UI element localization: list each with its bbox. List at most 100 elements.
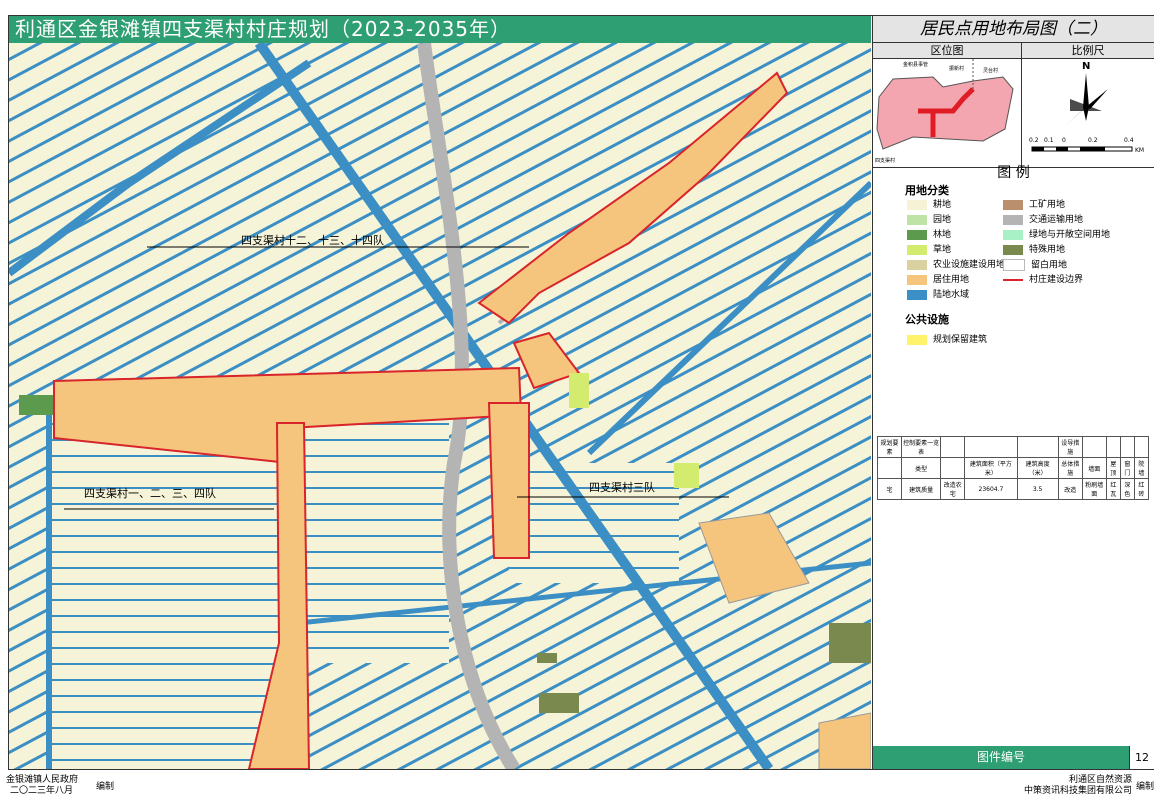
scale-tick-3: 0.2 (1088, 137, 1098, 144)
table-cell: 总体措施 (1057, 457, 1083, 479)
legend-swatch (1003, 229, 1023, 240)
legend-label: 村庄建设边界 (1029, 275, 1084, 285)
legend-swatch (907, 214, 927, 225)
loc-label-1: 振新村 (949, 66, 965, 72)
table-cell: 宅 (876, 478, 903, 500)
side-panel: 居民点用地布局图（二） 区位图 比例尺 金积县事管 振新村 灵台村 四支渠村 N… (872, 16, 1154, 769)
legend-item: 村庄建设边界 (1003, 274, 1083, 286)
table-cell: 规划要素 (876, 436, 903, 458)
footer-left-org: 金银滩镇人民政府 二〇二三年八月 (6, 775, 79, 796)
table-cell (876, 457, 903, 479)
scale-tick-2: 0 (1062, 137, 1066, 144)
legend-label: 留白用地 (1031, 260, 1068, 271)
table-cell (1133, 436, 1150, 458)
legend-item: 绿地与开敞空间用地 (1003, 229, 1110, 241)
legend-item: 园地 (907, 214, 951, 226)
scale-tick-4: 0.4 (1124, 137, 1134, 144)
legend-item: 居住用地 (907, 274, 969, 286)
public-facilities-heading: 公共设施 (905, 313, 949, 326)
legend-label: 交通运输用地 (1029, 215, 1084, 225)
table-row: 类型建筑面积（平方米）建筑高度（米）总体措施墙面屋顶窗门院墙 (876, 457, 1150, 479)
legend-item: 农业设施建设用地 (907, 259, 1005, 271)
land-use-heading: 用地分类 (905, 184, 949, 197)
north-label: N (1082, 61, 1091, 72)
table-cell: 红瓦 (1105, 478, 1121, 500)
legend-swatch (907, 229, 927, 240)
legend-title: 图 例 (997, 165, 1030, 181)
scale-tick-1: 0.1 (1044, 137, 1054, 144)
footer-right-org: 利通区自然资源 中策资讯科技集团有限公司 (1023, 775, 1132, 796)
table-row: 规划要素控制要素一览表 设导措施 (876, 436, 1150, 458)
table-cell: 院墙 (1133, 457, 1150, 479)
legend-label: 耕地 (933, 200, 952, 210)
table-cell: 改造农宅 (940, 478, 966, 500)
table-cell: 3.5 (1016, 478, 1059, 500)
loc-label-0: 金积县事管 (903, 62, 929, 68)
table-cell: 改造 (1057, 478, 1083, 500)
legend-item: 耕地 (907, 199, 951, 211)
legend-item: 交通运输用地 (1003, 214, 1083, 226)
legend-label: 农业设施建设用地 (933, 260, 1006, 270)
table-cell: 深色 (1119, 478, 1135, 500)
legend-swatch (1003, 199, 1023, 210)
loc-label-2: 灵台村 (983, 68, 999, 74)
table-cell: 23604.7 (964, 478, 1018, 500)
table-cell: 类型 (901, 457, 942, 479)
table-cell: 红砖 (1133, 478, 1150, 500)
footer-left-edit: 编制 (96, 782, 115, 792)
table-cell: 窗门 (1119, 457, 1135, 479)
land-use-map (9, 43, 871, 769)
map-label-team-3: 四支渠村三队 (589, 481, 655, 494)
legend-label: 林地 (933, 230, 952, 240)
legend-label: 特殊用地 (1029, 245, 1066, 255)
table-cell (1081, 436, 1107, 458)
legend-swatch (907, 334, 927, 345)
legend-swatch (1003, 278, 1023, 281)
legend-label: 绿地与开敞空间用地 (1029, 230, 1111, 240)
legend-label: 园地 (933, 215, 952, 225)
legend-swatch (907, 274, 927, 285)
north-arrow-icon (1031, 73, 1133, 152)
table-cell: 建筑质量 (901, 478, 942, 500)
table-cell (1016, 436, 1059, 458)
page-title: 利通区金银滩镇四支渠村村庄规划（2023-2035年） (9, 16, 871, 43)
location-map: 金积县事管 振新村 灵台村 四支渠村 (873, 59, 1022, 168)
control-elements-table: 规划要素控制要素一览表设导措施类型建筑面积（平方米）建筑高度（米）总体措施墙面屋… (876, 436, 1150, 500)
table-cell: 粉刷墙面 (1081, 478, 1107, 500)
table-cell: 设导措施 (1057, 436, 1083, 458)
legend-item: 工矿用地 (1003, 199, 1065, 211)
map-label-team-1-4: 四支渠村一、二、三、四队 (84, 487, 216, 500)
table-cell: 墙面 (1081, 457, 1107, 479)
legend-swatch (907, 199, 927, 210)
scale-tick-0: 0.2 (1029, 137, 1039, 144)
legend-swatch (907, 289, 927, 300)
legend-label: 草地 (933, 245, 952, 255)
table-cell: 屋顶 (1105, 457, 1121, 479)
legend-item: 林地 (907, 229, 951, 241)
panel-title: 居民点用地布局图（二） (873, 16, 1154, 43)
figure-code-number: 12 (1129, 746, 1154, 769)
legend-item: 留白用地 (1003, 259, 1067, 271)
table-cell (940, 457, 966, 479)
table-cell (1119, 436, 1135, 458)
figure-code-bar: 图件编号 12 (873, 746, 1154, 769)
footer-right-edit: 编制 (1136, 782, 1155, 792)
legend-swatch (1003, 244, 1023, 255)
table-cell: 建筑面积（平方米） (964, 457, 1018, 479)
table-cell (964, 436, 1018, 458)
legend-swatch (1003, 259, 1025, 271)
legend-item: 陆地水域 (907, 289, 969, 301)
table-cell (940, 436, 966, 458)
loc-label-3: 四支渠村 (875, 158, 896, 164)
legend-label: 陆地水域 (933, 290, 970, 300)
table-cell: 建筑高度（米） (1016, 457, 1059, 479)
legend-item-retained-building: 规划保留建筑 (907, 334, 987, 346)
scale-unit: KM (1135, 147, 1145, 154)
legend-item: 草地 (907, 244, 951, 256)
legend-swatch (1003, 214, 1023, 225)
map-canvas[interactable]: 四支渠村十二、十三、十四队 四支渠村一、二、三、四队 四支渠村三队 (9, 43, 871, 769)
table-cell: 控制要素一览表 (901, 436, 942, 458)
scale-box: N 0.2 0.1 0 0.2 0.4 KM (1022, 59, 1154, 168)
figure-code-label: 图件编号 (976, 750, 1025, 764)
